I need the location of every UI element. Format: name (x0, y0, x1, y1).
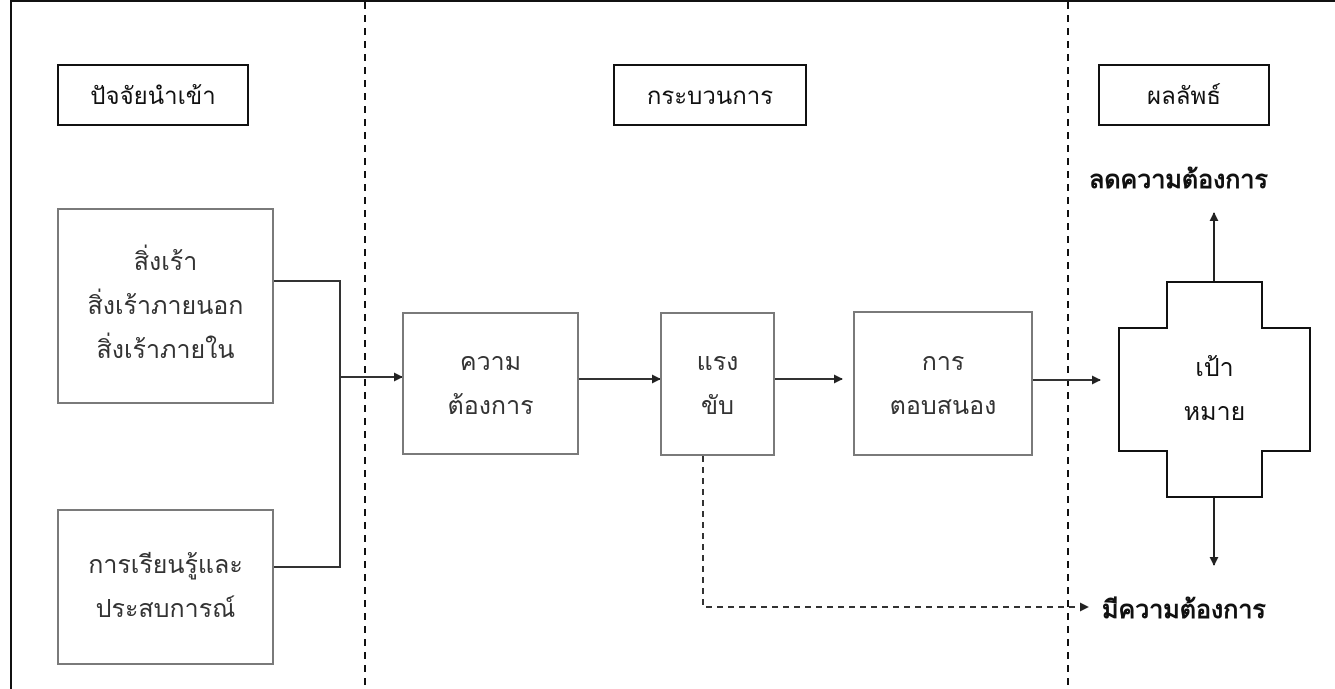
need-box: ความ ต้องการ (402, 312, 579, 455)
stimulus-box: สิ่งเร้า สิ่งเร้าภายนอก สิ่งเร้าภายใน (57, 208, 274, 404)
header-input: ปัจจัยนำเข้า (57, 64, 249, 126)
need-line-2: ต้องการ (447, 390, 534, 420)
header-output: ผลลัพธ์ (1098, 64, 1270, 126)
goal-label: เป้า หมาย (1119, 328, 1310, 451)
learning-line-1: การเรียนรู้และ (88, 550, 243, 579)
drive-line-2: ขับ (701, 391, 734, 420)
need-line-1: ความ (459, 346, 522, 376)
arrow-drive-to-has-need (702, 456, 1089, 612)
header-output-label: ผลลัพธ์ (1147, 81, 1221, 110)
outcome-has-need: มีความต้องการ (1102, 595, 1266, 624)
goal-line-2: หมาย (1183, 396, 1246, 426)
goal-shape (1118, 281, 1311, 498)
header-input-label: ปัจจัยนำเข้า (90, 81, 216, 110)
header-process-label: กระบวนการ (646, 81, 774, 110)
stimulus-line: สิ่งเร้า (133, 247, 198, 276)
response-box: การ ตอบสนอง (853, 311, 1033, 456)
learning-line-2: ประสบการณ์ (95, 594, 236, 623)
drive-line-1: แรง (696, 347, 739, 376)
drive-box: แรง ขับ (660, 312, 775, 456)
response-line-2: ตอบสนอง (889, 390, 997, 420)
stimulus-external-line: สิ่งเร้าภายนอก (87, 291, 244, 320)
header-process: กระบวนการ (613, 64, 807, 126)
goal-line-1: เป้า (1195, 352, 1234, 382)
input-bracket (273, 280, 341, 568)
outcome-reduce-need: ลดความต้องการ (1089, 165, 1268, 194)
learning-box: การเรียนรู้และ ประสบการณ์ (57, 509, 274, 665)
stimulus-internal-line: สิ่งเร้าภายใน (96, 335, 235, 364)
response-line-1: การ (921, 346, 965, 376)
